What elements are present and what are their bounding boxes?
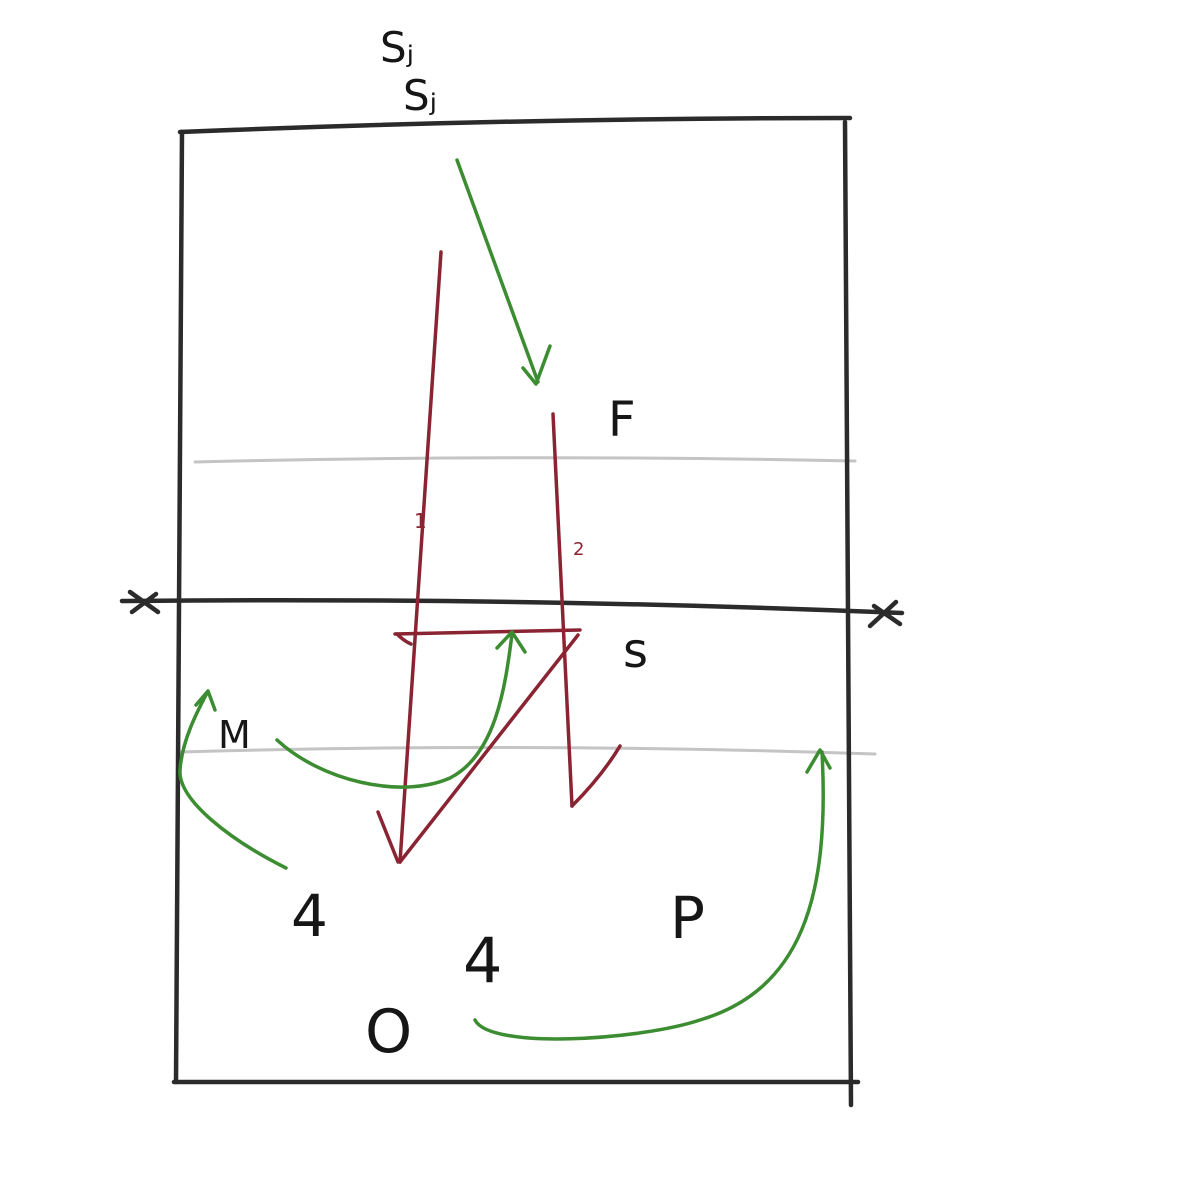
upper-attack-line [193, 456, 857, 464]
court-right-line [842, 119, 854, 1108]
label-p: P [670, 884, 705, 952]
green-route-serve [455, 158, 540, 384]
net-line [119, 597, 905, 616]
lower-attack-line [178, 745, 877, 756]
label-four-center: 4 [463, 924, 502, 997]
net-right-x-mark [867, 599, 903, 629]
red-route-diagonal [398, 633, 580, 864]
green-route-right-arrowhead [805, 748, 832, 774]
label-four-left: 4 [291, 882, 328, 950]
court-top-line [177, 115, 853, 135]
label-top-1: Sⱼ [380, 23, 414, 72]
court-bottom-line [171, 1079, 861, 1085]
route-number-2: 2 [573, 539, 584, 560]
route-number-1: 1 [414, 509, 427, 533]
label-s: s [623, 623, 648, 679]
court-left-line [173, 129, 185, 1085]
red-route-crossbar-hook [395, 632, 413, 646]
green-route-middle-arrowhead [495, 630, 527, 654]
red-route-1-arrowhead [376, 810, 400, 864]
label-f: F [608, 392, 636, 448]
red-route-1 [398, 250, 443, 864]
red-route-crossbar [393, 628, 582, 636]
green-route-middle [275, 632, 514, 789]
red-route-2-tail [570, 744, 622, 808]
label-m: M [218, 713, 251, 757]
label-top-2: Sⱼ [403, 71, 437, 120]
green-route-right [473, 750, 825, 1041]
green-route-left-arrowhead [194, 689, 217, 712]
green-route-serve-arrowhead [521, 344, 552, 386]
label-o: O [365, 997, 412, 1067]
red-route-2 [551, 412, 574, 808]
green-route-left [178, 691, 288, 870]
net-left-x-mark [127, 589, 161, 615]
